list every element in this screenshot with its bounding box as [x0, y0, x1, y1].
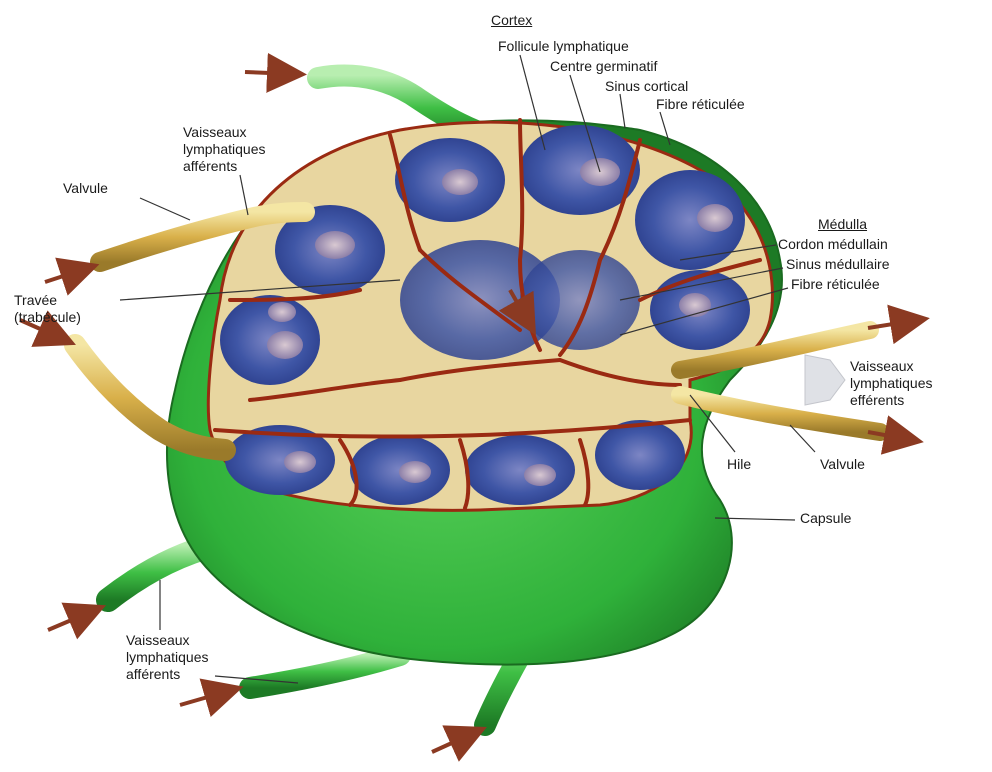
label-line: Travée: [14, 292, 81, 309]
label-line: Vaisseaux: [183, 124, 266, 141]
label-centre-germinatif: Centre germinatif: [550, 58, 657, 75]
label-vaisseaux-afferents-top: Vaisseaux lymphatiques afférents: [183, 124, 266, 175]
label-line: afférents: [126, 666, 209, 683]
label-line: efférents: [850, 392, 933, 409]
label-cortex: Cortex: [491, 12, 532, 29]
label-capsule: Capsule: [800, 510, 851, 527]
afferent-vessel-bottom: [250, 655, 400, 688]
label-valvule-right: Valvule: [820, 456, 865, 473]
label-hile: Hile: [727, 456, 751, 473]
label-cordon-medullaire: Cordon médullain: [778, 236, 888, 253]
label-line: Vaisseaux: [850, 358, 933, 375]
label-sinus-cortical: Sinus cortical: [605, 78, 688, 95]
label-vaisseaux-efferents: Vaisseaux lymphatiques efférents: [850, 358, 933, 409]
label-fibre-reticulee-top: Fibre réticulée: [656, 96, 745, 113]
label-fibre-reticulee-mid: Fibre réticulée: [791, 276, 880, 293]
label-medulla: Médulla: [818, 216, 867, 233]
label-valvule-left: Valvule: [63, 180, 108, 197]
label-line: (trabécule): [14, 309, 81, 326]
label-line: afférents: [183, 158, 266, 175]
label-line: Vaisseaux: [126, 632, 209, 649]
label-line: lymphatiques: [183, 141, 266, 158]
efferent-bracket: [805, 355, 845, 405]
label-travee: Travée (trabécule): [14, 292, 81, 326]
label-line: lymphatiques: [126, 649, 209, 666]
label-line: lymphatiques: [850, 375, 933, 392]
label-vaisseaux-afferents-bottom: Vaisseaux lymphatiques afférents: [126, 632, 209, 683]
label-follicule-lymphatique: Follicule lymphatique: [498, 38, 629, 55]
label-sinus-medullaire: Sinus médullaire: [786, 256, 890, 273]
